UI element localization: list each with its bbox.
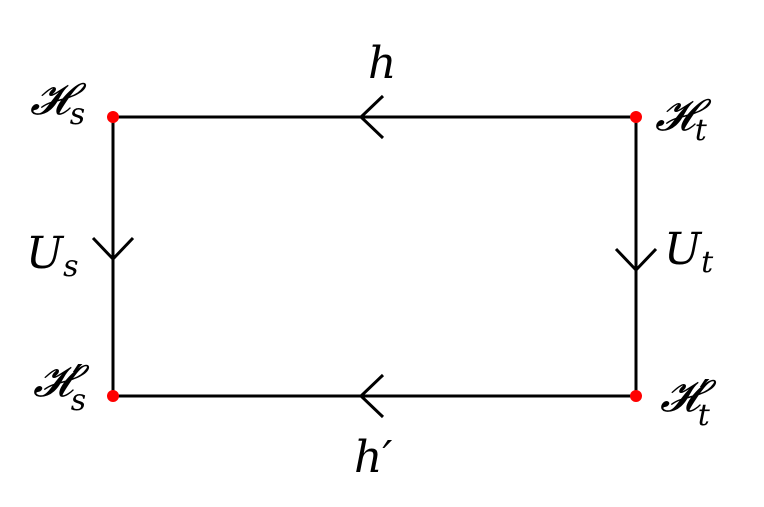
arrowhead-left-down (91, 236, 135, 262)
node-label-Hs-prime-sub: s (71, 383, 86, 418)
edge-label-Us: Us (26, 228, 79, 284)
arrowhead-right-down (614, 247, 658, 273)
node-dot-top-left (107, 111, 119, 123)
node-label-Hs-sub: s (70, 97, 85, 132)
node-label-Hs-prime: 𝓗′s (33, 356, 90, 418)
edge-label-Ut: Ut (664, 224, 714, 280)
edge-label-h: h (368, 38, 396, 89)
arrowhead-bottom-left (358, 373, 385, 419)
edge-label-Us-base: U (26, 228, 65, 279)
node-label-Ht-prime-mark: ′ (700, 371, 710, 422)
node-dot-bottom-left (107, 390, 119, 402)
edge-label-h-prime: h′ (354, 432, 392, 483)
node-label-Hs-prime-mark: ′ (73, 356, 83, 407)
node-label-Ht-sub: t (695, 113, 708, 148)
edge-label-Ut-sub: t (701, 245, 714, 280)
node-label-Ht-prime-sub: t (698, 398, 711, 433)
node-label-Hs: 𝓗s (30, 74, 87, 132)
edge-label-Ut-base: U (664, 224, 703, 275)
edge-label-Us-sub: s (63, 249, 78, 284)
node-dot-bottom-right (630, 390, 642, 402)
node-label-Ht: 𝓗t (655, 90, 712, 148)
node-label-Ht-prime: 𝓗′t (660, 371, 717, 433)
arrowhead-top-left (358, 94, 385, 140)
node-dot-top-right (630, 111, 642, 123)
